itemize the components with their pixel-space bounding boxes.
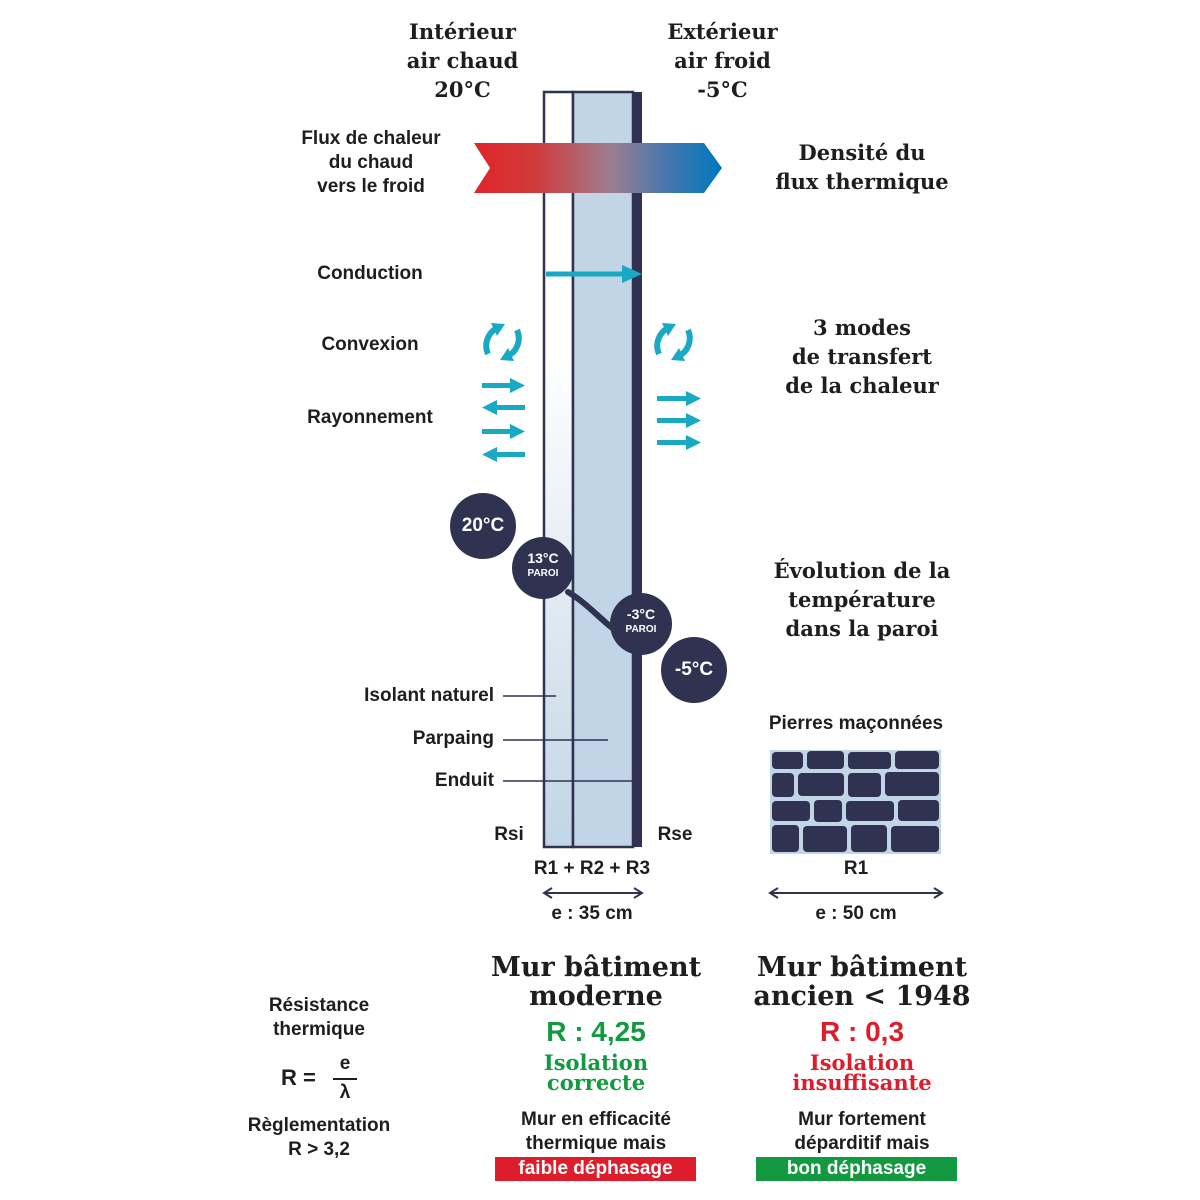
inside-header-line1: Intérieur xyxy=(409,19,516,44)
modes-summary-line3: de la chaleur xyxy=(785,373,939,398)
convection-right-icon xyxy=(654,323,693,361)
inside-header-line3: 20°C xyxy=(434,77,491,102)
wall-inside-temp-circle xyxy=(512,537,574,599)
regulation-line2: R > 3,2 xyxy=(288,1139,350,1160)
wall-outside-temp: -3°C PAROI xyxy=(610,605,672,636)
convection-left-icon xyxy=(483,323,522,361)
isolant-label: Isolant naturel xyxy=(364,685,494,706)
flux-left-line3: vers le froid xyxy=(317,176,425,197)
wall-outside-temp-circle xyxy=(610,593,672,655)
parpaing-layer xyxy=(571,90,635,849)
enduit-label: Enduit xyxy=(434,770,494,791)
outside-header-line3: -5°C xyxy=(697,77,748,102)
conduction-label: Conduction xyxy=(317,263,423,284)
isolant-layer xyxy=(542,90,575,849)
wall-outside-temp-tag: PAROI xyxy=(625,624,657,635)
old-thickness-arrow xyxy=(768,887,944,899)
old-isolation: Isolation insuffisante xyxy=(732,1050,992,1095)
inside-temp-circle xyxy=(450,493,516,559)
outside-header-line2: air froid xyxy=(674,48,771,73)
wall-outside-temp-value: -3°C xyxy=(626,606,656,622)
rayonnement-label: Rayonnement xyxy=(307,407,433,428)
old-title-line1: Mur bâtiment xyxy=(756,952,968,983)
modern-resistance-sum: R1 + R2 + R3 xyxy=(533,858,651,879)
formula-title: Résistance thermique xyxy=(219,994,419,1042)
modes-summary: 3 modes de transfert de la chaleur xyxy=(752,313,972,400)
old-badge: bon déphasage xyxy=(756,1157,957,1181)
wall-inside-temp-value: 13°C xyxy=(527,550,559,566)
evolution-line1: Évolution de la xyxy=(773,558,951,583)
outside-header: Extérieur air froid -5°C xyxy=(640,17,805,104)
wall-inside-temp-tag: PAROI xyxy=(527,568,559,579)
conduction-arrow-icon xyxy=(546,265,642,283)
inside-header-line2: air chaud xyxy=(406,48,519,73)
radiation-right-icon xyxy=(657,391,701,450)
outside-temp-label: -5°C xyxy=(674,659,714,680)
old-desc-line2: déparditif mais xyxy=(794,1133,930,1154)
outside-header-line1: Extérieur xyxy=(667,19,778,44)
convexion-label: Convexion xyxy=(321,334,419,355)
evolution-line2: température xyxy=(788,587,936,612)
old-isolation-line1: Isolation xyxy=(809,1050,915,1075)
parpaing-label: Parpaing xyxy=(412,728,494,749)
wall-inside-temp: 13°C PAROI xyxy=(512,549,574,580)
modern-thickness: e : 35 cm xyxy=(551,903,633,924)
formula-title-line2: thermique xyxy=(273,1019,365,1040)
flux-right-label: Densité du flux thermique xyxy=(752,138,972,196)
flux-right-line1: Densité du xyxy=(798,140,926,165)
formula-numerator: e xyxy=(339,1053,351,1074)
flux-left-label: Flux de chaleur du chaud vers le froid xyxy=(270,127,472,199)
modern-badge: faible déphasage xyxy=(495,1157,696,1181)
enduit-layer xyxy=(633,92,642,847)
modern-thickness-arrow xyxy=(542,887,644,899)
temperature-evolution-label: Évolution de la température dans la paro… xyxy=(742,556,982,643)
regulation: Règlementation R > 3,2 xyxy=(209,1114,429,1162)
stone-wall-icon xyxy=(770,750,941,854)
heat-flux-arrow xyxy=(474,143,722,193)
modes-summary-line2: de transfert xyxy=(792,344,932,369)
old-isolation-line2: insuffisante xyxy=(792,1070,932,1095)
outside-temp-circle xyxy=(661,637,727,703)
flux-left-line2: du chaud xyxy=(328,152,414,173)
old-material-label: Pierres maçonnées xyxy=(768,713,944,734)
modes-summary-line1: 3 modes xyxy=(812,315,912,340)
flux-right-line2: flux thermique xyxy=(775,169,949,194)
modern-isolation-line2: correcte xyxy=(546,1070,646,1095)
modern-description: Mur en efficacité thermique mais xyxy=(456,1108,736,1156)
modern-title: Mur bâtiment moderne xyxy=(456,953,736,1011)
old-resistance-sum: R1 xyxy=(843,858,869,879)
rsi-label: Rsi xyxy=(494,824,524,845)
old-title-line2: ancien < 1948 xyxy=(753,981,971,1012)
inside-temp-label: 20°C xyxy=(461,515,505,536)
regulation-line1: Règlementation xyxy=(247,1115,391,1136)
inside-header: Intérieur air chaud 20°C xyxy=(380,17,545,104)
formula-symbol: R = xyxy=(281,1065,316,1090)
modern-isolation: Isolation correcte xyxy=(456,1050,736,1095)
formula-title-line1: Résistance xyxy=(268,995,370,1016)
modern-desc-line1: Mur en efficacité xyxy=(521,1109,671,1130)
old-title: Mur bâtiment ancien < 1948 xyxy=(732,953,992,1011)
old-r-value: R : 0,3 xyxy=(819,1016,905,1047)
old-description: Mur fortement déparditif mais xyxy=(732,1108,992,1156)
flux-left-line1: Flux de chaleur xyxy=(301,128,441,149)
modern-title-line1: Mur bâtiment xyxy=(490,952,702,983)
modern-r-value: R : 4,25 xyxy=(546,1016,646,1047)
radiation-left-icon xyxy=(482,378,525,462)
old-desc-line1: Mur fortement xyxy=(798,1109,926,1130)
modern-isolation-line1: Isolation xyxy=(543,1050,649,1075)
evolution-line3: dans la paroi xyxy=(785,616,939,641)
modern-desc-line2: thermique mais xyxy=(525,1133,667,1154)
rse-label: Rse xyxy=(657,824,693,845)
old-thickness: e : 50 cm xyxy=(815,903,897,924)
modern-title-line2: moderne xyxy=(529,981,663,1012)
formula-denominator: λ xyxy=(339,1082,351,1103)
